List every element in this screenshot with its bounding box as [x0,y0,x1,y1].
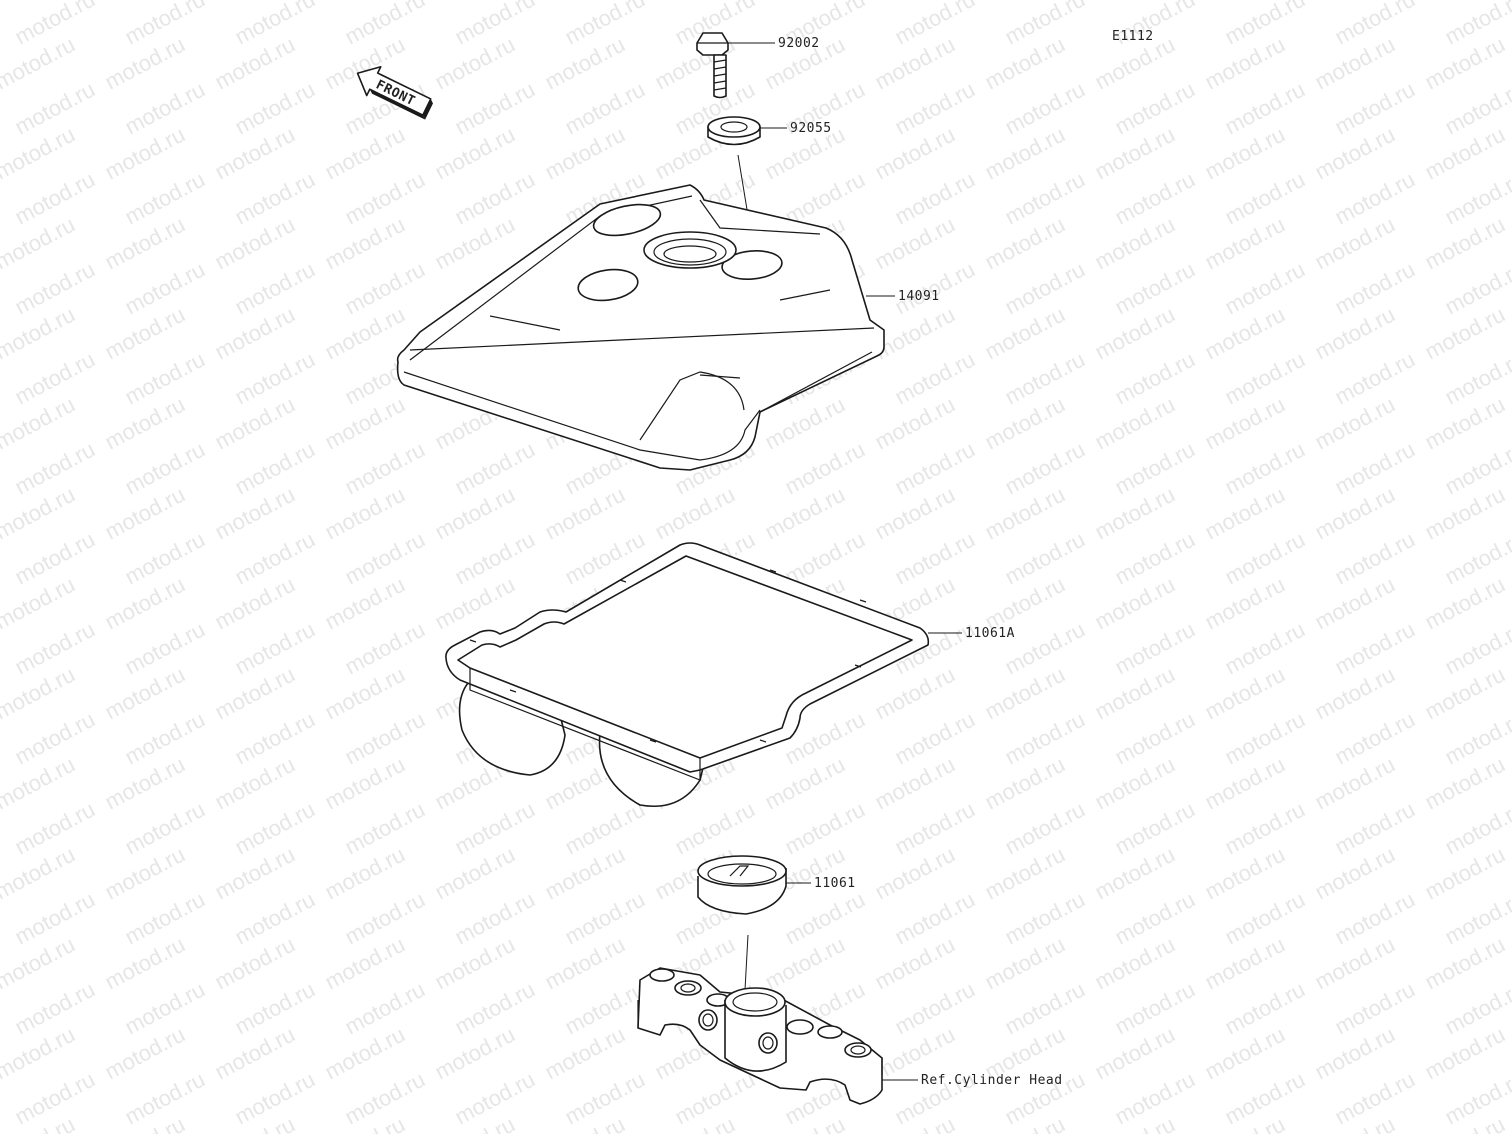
diagram-code: E1112 [1112,29,1154,44]
watermark-text: motod.ru [0,122,79,185]
watermark-text: motod.ru [0,752,79,815]
watermark-text: motod.ru [0,32,79,95]
washer-part: 92055 [707,116,832,253]
watermark-text: motod.ru [0,302,79,365]
label-92055: 92055 [790,121,832,136]
cylinder-head-cover-part: 14091 [396,184,940,471]
label-11061A: 11061A [965,626,1015,641]
watermark-text: motod.ru [0,212,79,275]
watermark-text: motod.ru [0,1022,79,1085]
label-14091: 14091 [898,289,940,304]
watermark-text: motod.ru [0,482,79,545]
label-92002: 92002 [778,36,820,51]
label-11061: 11061 [814,876,856,891]
watermark-text: motod.ru [0,662,79,725]
watermark-text: motod.ru [0,842,79,905]
label-cylinder-head-ref: Ref.Cylinder Head [921,1073,1063,1088]
cover-gasket-part: 11061A [445,542,1015,807]
bolt-part: 92002 [696,32,820,99]
watermark-text: motod.ru [0,392,79,455]
plug-hole-gasket-part: 11061 [697,855,856,991]
watermark-text: motod.ru [0,572,79,635]
watermark-text: motod.ru [0,932,79,995]
cylinder-head-part: Ref.Cylinder Head [637,967,1063,1105]
